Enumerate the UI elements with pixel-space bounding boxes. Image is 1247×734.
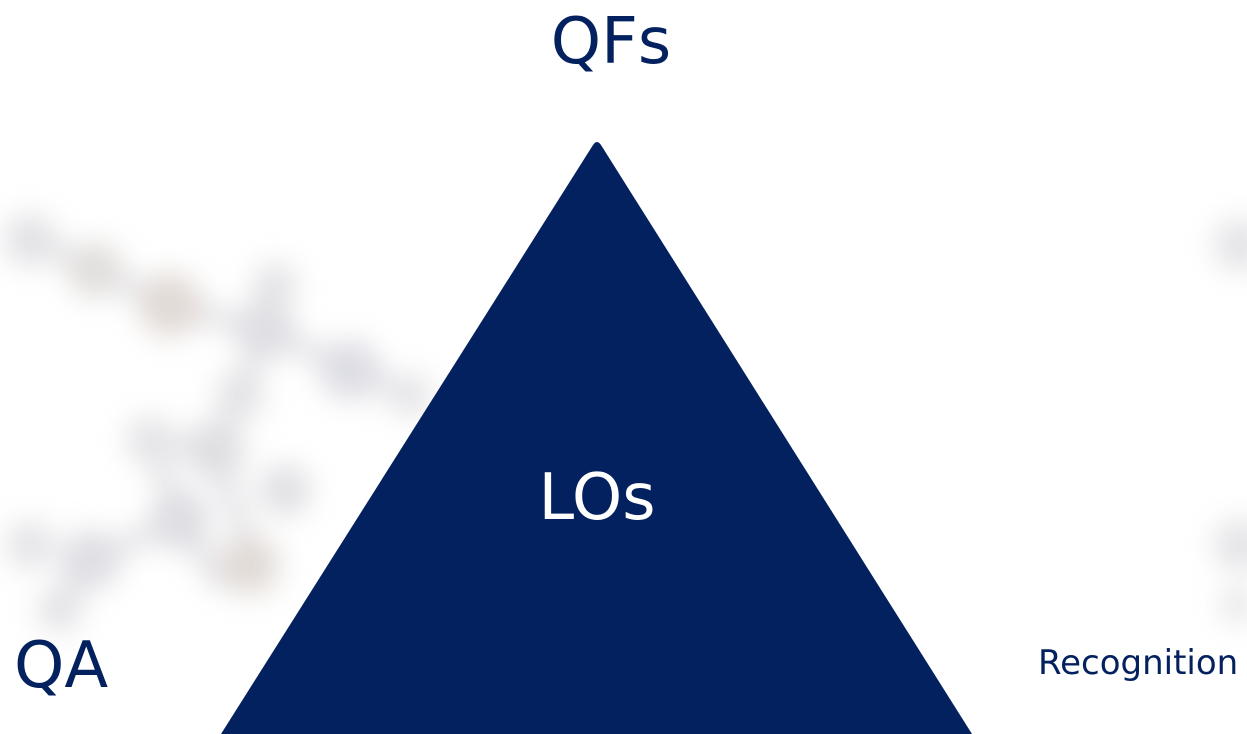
- qfs-label: QFs: [550, 5, 672, 79]
- triangle-fill: [221, 142, 972, 734]
- qa-label: QA: [14, 629, 109, 703]
- recognition-label: Recognition: [1038, 643, 1239, 683]
- los-label: LOs: [538, 461, 656, 535]
